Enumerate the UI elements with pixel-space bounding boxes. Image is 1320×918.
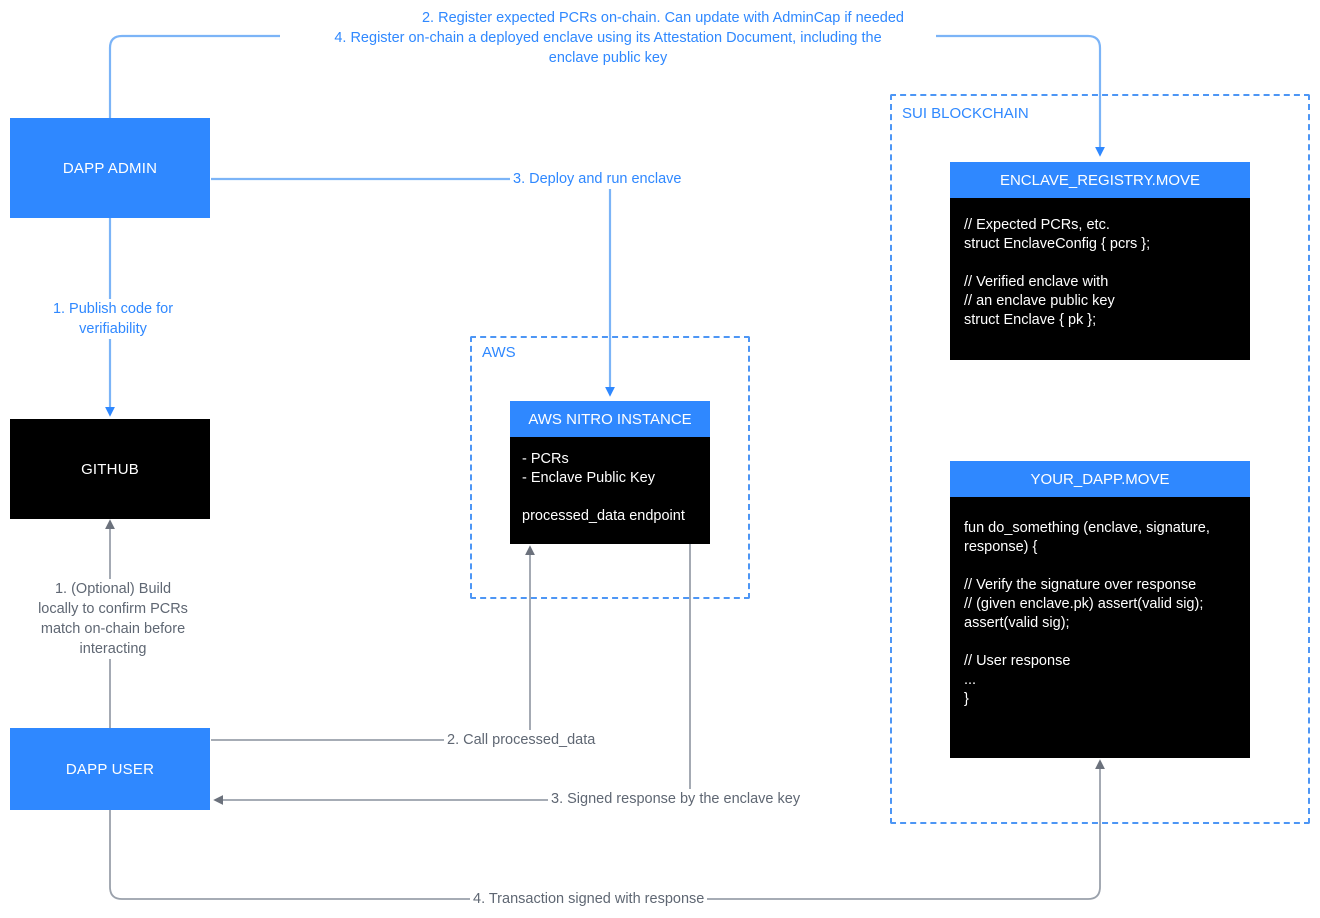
module-your-dapp-move[interactable]: YOUR_DAPP.MOVE fun do_something (enclave… — [950, 461, 1250, 758]
module-aws-nitro-instance-body: - PCRs - Enclave Public Key processed_da… — [510, 437, 710, 544]
module-enclave-registry-move[interactable]: ENCLAVE_REGISTRY.MOVE // Expected PCRs, … — [950, 162, 1250, 360]
node-dapp-admin-label: DAPP ADMIN — [62, 159, 158, 177]
node-dapp-admin[interactable]: DAPP ADMIN — [10, 118, 210, 218]
group-aws-label: AWS — [478, 344, 520, 361]
node-dapp-user[interactable]: DAPP USER — [10, 728, 210, 810]
node-dapp-user-label: DAPP USER — [65, 760, 155, 778]
edge-label-transaction-signed: 4. Transaction signed with response — [470, 889, 708, 909]
module-enclave-registry-move-body: // Expected PCRs, etc. struct EnclaveCon… — [950, 198, 1250, 360]
module-your-dapp-move-title: YOUR_DAPP.MOVE — [950, 461, 1250, 497]
edge-label-publish-code: 1. Publish code for verifiability — [15, 299, 211, 339]
group-sui-blockchain — [890, 94, 1310, 824]
module-aws-nitro-instance[interactable]: AWS NITRO INSTANCE - PCRs - Enclave Publ… — [510, 401, 710, 544]
group-aws — [470, 336, 750, 599]
module-aws-nitro-instance-title: AWS NITRO INSTANCE — [510, 401, 710, 437]
edge-label-register-pcrs: 2. Register expected PCRs on-chain. Can … — [421, 10, 904, 26]
edge-label-deploy-run-enclave: 3. Deploy and run enclave — [510, 169, 685, 189]
node-github[interactable]: GITHUB — [10, 419, 210, 519]
edge-label-call-processed-data: 2. Call processed_data — [444, 730, 599, 750]
group-sui-blockchain-label: SUI BLOCKCHAIN — [898, 105, 1033, 122]
edge-label-signed-response: 3. Signed response by the enclave key — [548, 789, 804, 809]
module-enclave-registry-move-title: ENCLAVE_REGISTRY.MOVE — [950, 162, 1250, 198]
node-github-label: GITHUB — [81, 460, 139, 478]
module-your-dapp-move-body: fun do_something (enclave, signature, re… — [950, 497, 1250, 758]
edge-label-optional-build: 1. (Optional) Build locally to confirm P… — [10, 579, 216, 659]
edge-label-register-enclave: 4. Register on-chain a deployed enclave … — [280, 28, 936, 68]
